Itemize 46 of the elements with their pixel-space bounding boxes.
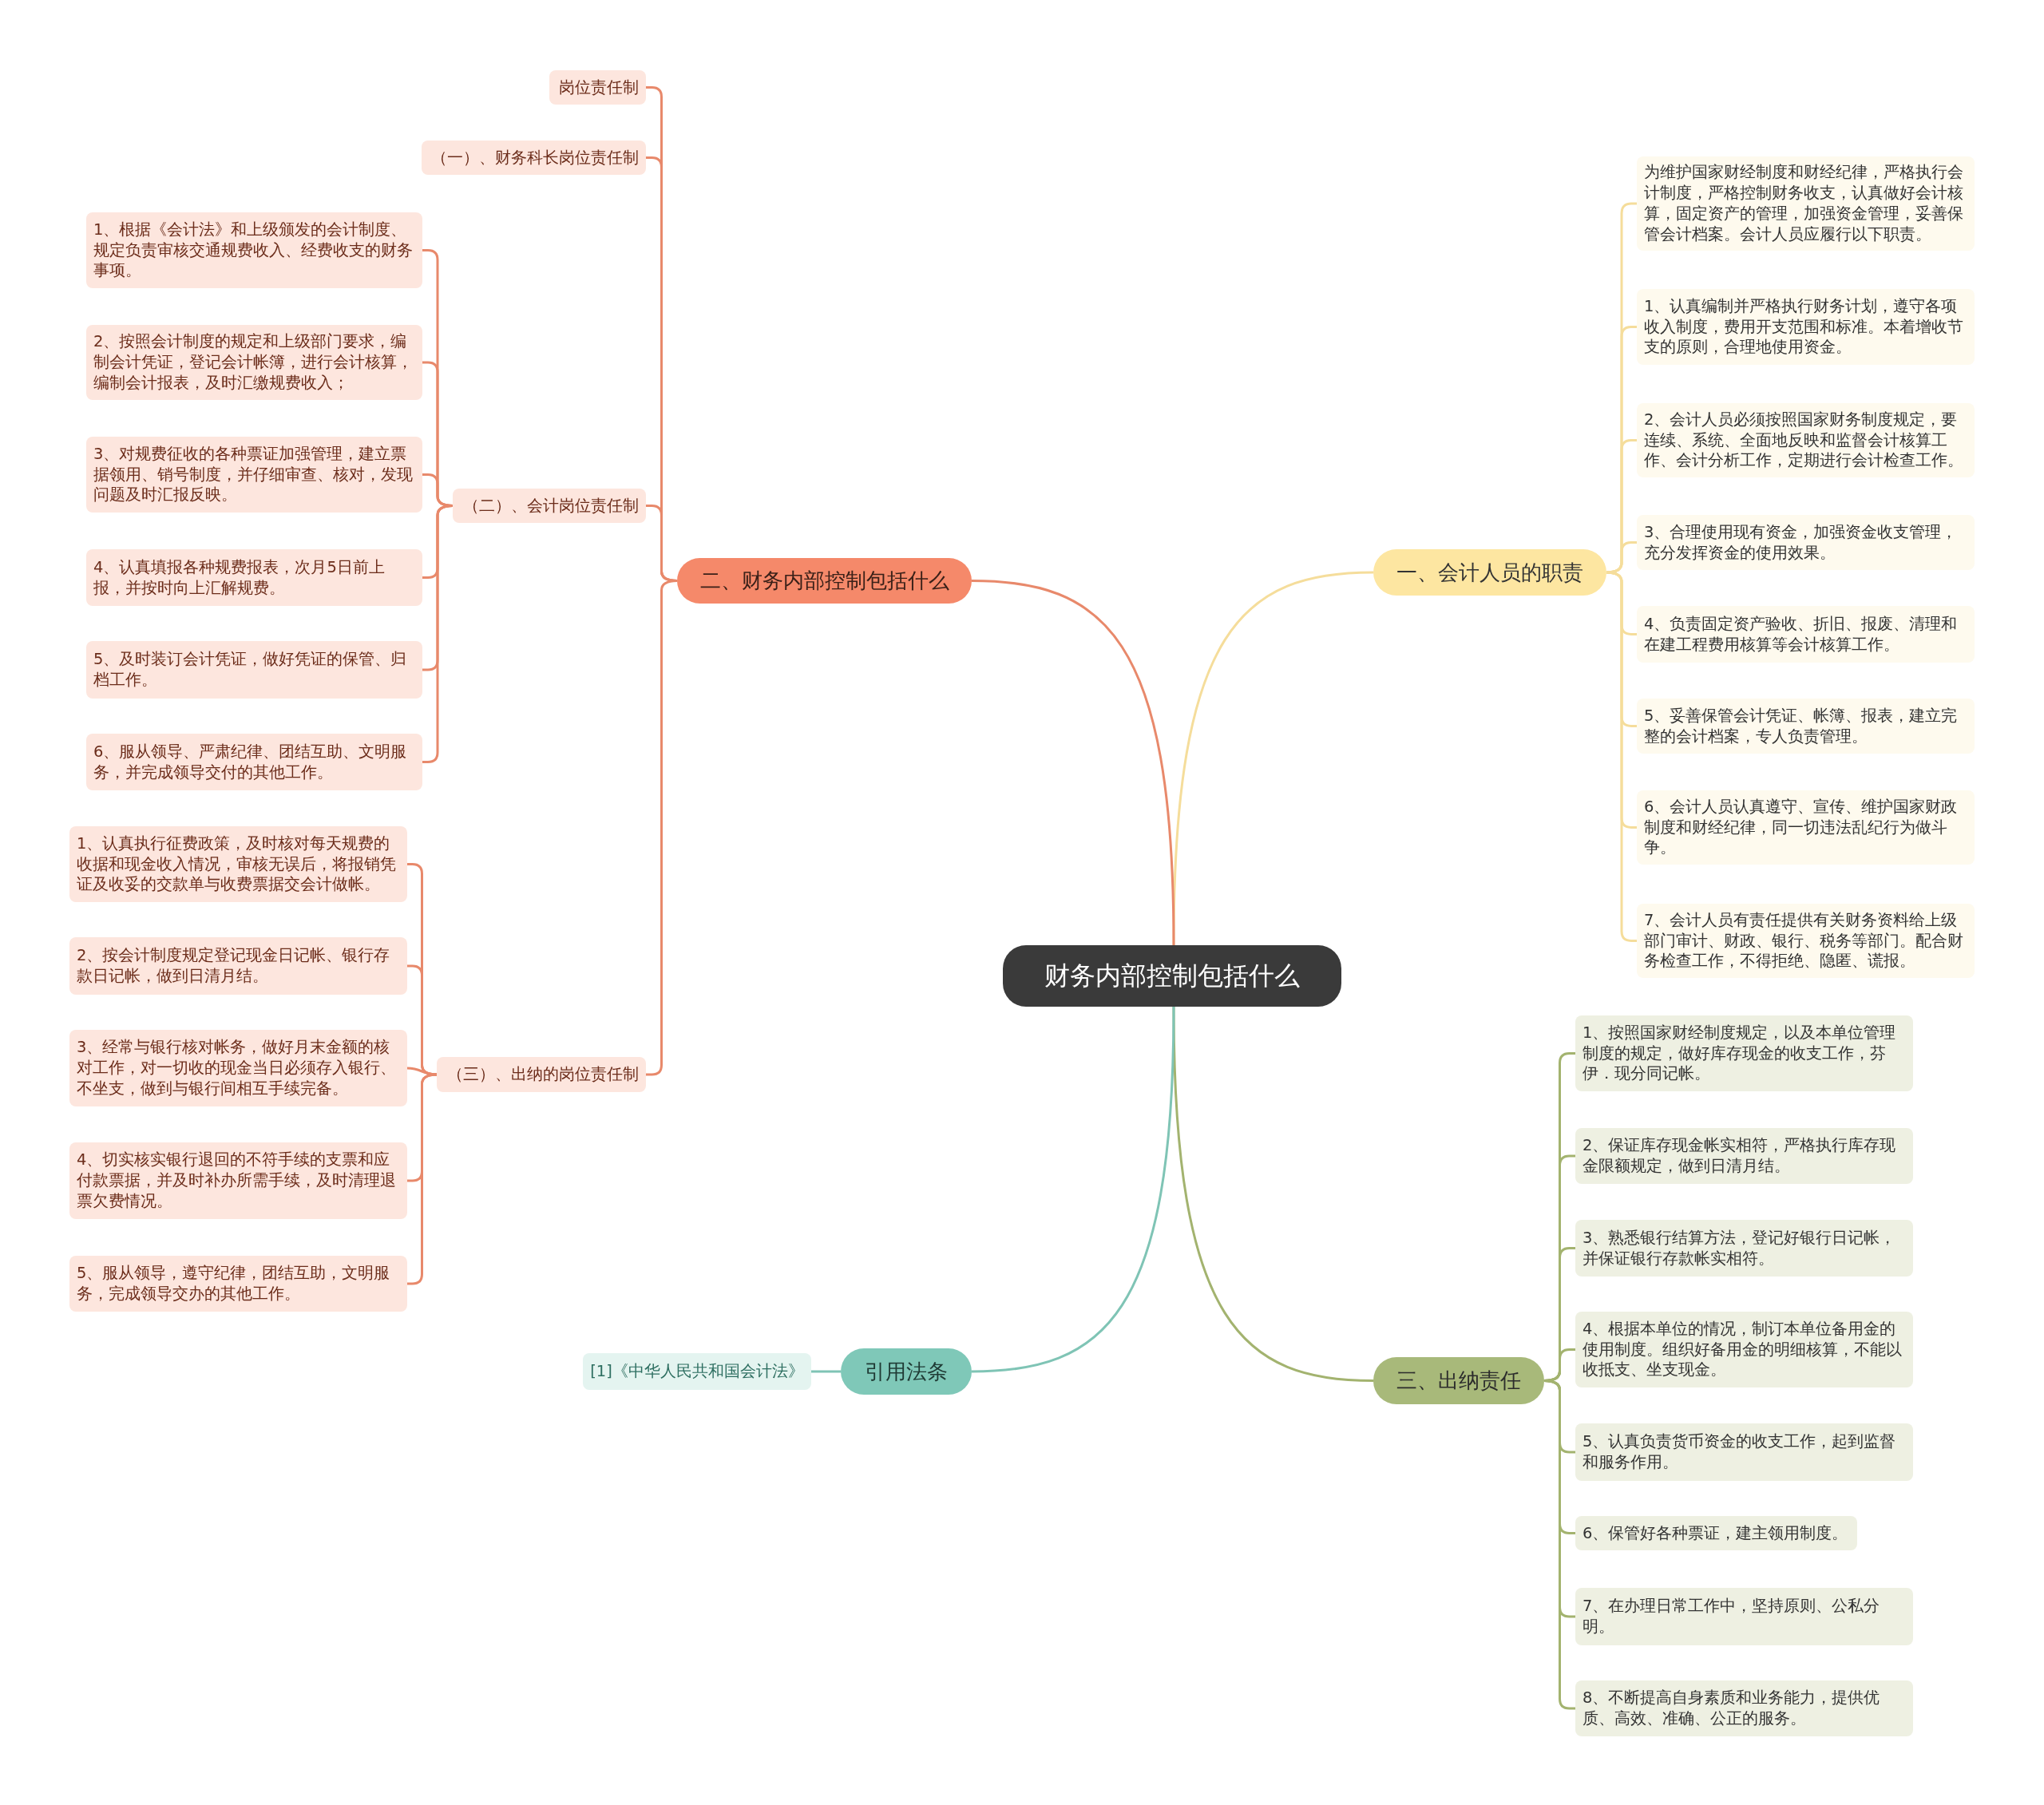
connector-line xyxy=(971,1006,1175,1373)
connector-line xyxy=(406,1067,438,1076)
subtopic-box: 3、熟悉银行结算方法，登记好银行日记帐，并保证银行存款帐实相符。 xyxy=(1575,1220,1913,1277)
subtopic-box: 1、根据《会计法》和上级颁发的会计制度、规定负责审核交通规费收入、经费收支的财务事项。 xyxy=(86,212,422,288)
subtopic-box: 2、按照会计制度的规定和上级部门要求，编制会计凭证，登记会计帐簿，进行会计核算，编制会计报表，及时汇缴规费收入； xyxy=(86,325,422,400)
branch-topic: 一、会计人员的职责 xyxy=(1373,549,1606,596)
branch-topic: 二、财务内部控制包括什么 xyxy=(677,558,972,604)
subtopic-box: （一）、财务科长岗位责任制 xyxy=(422,141,646,175)
subtopic-box: 2、会计人员必须按照国家财务制度规定，要连续、系统、全面地反映和监督会计核算工作、会计分析工作，定期进行会计检查工作。 xyxy=(1637,403,1975,477)
subtopic-box: 3、对规费征收的各种票证加强管理，建立票据领用、销号制度，并仔细审查、核对，发现问题及时汇报反映。 xyxy=(86,437,422,513)
subtopic-box: 1、按照国家财经制度规定，以及本单位管理制度的规定，做好库存现金的收支工作，芬伊．现分同记帐。 xyxy=(1575,1015,1913,1091)
subtopic-box: 5、认真负责货币资金的收支工作，起到监督和服务作用。 xyxy=(1575,1423,1913,1481)
subtopic-box: 3、经常与银行核对帐务，做好月末金额的核对工作，对一切收的现金当日必须存入银行、不坐支，做到与银行间相互手续完备。 xyxy=(69,1030,407,1106)
subtopic-box: 2、保证库存现金帐实相符，严格执行库存现金限额规定，做到日清月结。 xyxy=(1575,1128,1913,1184)
subtopic-box: 4、认真填报各种规费报表，次月5日前上报，并按时向上汇解规费。 xyxy=(86,549,422,606)
subtopic-box: 4、切实核实银行退回的不符手续的支票和应付款票据，并及时补办所需手续，及时清理退票欠费情况。 xyxy=(69,1142,407,1219)
subtopic-box: 6、服从领导、严肃纪律、团结互助、文明服务，并完成领导交付的其他工作。 xyxy=(86,734,422,790)
connector-line xyxy=(1172,1006,1374,1382)
branch-topic: 引用法条 xyxy=(841,1348,972,1395)
subtopic-box: 1、认真编制并严格执行财务计划，遵守各项收入制度，费用开支范围和标准。本着增收节支的原则，合理地使用资金。 xyxy=(1637,289,1975,365)
subtopic-box: 为维护国家财经制度和财经纪律，严格执行会计制度，严格控制财务收支，认真做好会计核算，固定资产的管理，加强资金管理，妥善保管会计档案。会计人员应履行以下职责。 xyxy=(1637,156,1975,251)
subtopic-box: 岗位责任制 xyxy=(549,70,646,105)
subtopic-box: [1]《中华人民共和国会计法》 xyxy=(583,1353,811,1390)
branch-topic: 三、出纳责任 xyxy=(1373,1357,1544,1404)
subtopic-box: （二）、会计岗位责任制 xyxy=(453,489,646,523)
connector-line xyxy=(1606,541,1637,574)
subtopic-box: 4、根据本单位的情况，制订本单位备用金的使用制度。组织好备用金的明细核算，不能以收抵支、坐支现金。 xyxy=(1575,1312,1913,1387)
connector-line xyxy=(407,1073,438,1285)
subtopic-box: （三）、出纳的岗位责任制 xyxy=(437,1057,646,1092)
subtopic-box: 8、不断提高自身素质和业务能力，提供优质、高效、准确、公正的服务。 xyxy=(1575,1680,1913,1736)
subtopic-box: 5、服从领导，遵守纪律，团结互助，文明服务，完成领导交办的其他工作。 xyxy=(69,1256,407,1312)
subtopic-box: 1、认真执行征费政策，及时核对每天规费的收据和现金收入情况，审核无误后，将报销凭证及收妥的交款单与收费票据交会计做帐。 xyxy=(69,826,407,902)
central-topic: 财务内部控制包括什么 xyxy=(1003,945,1341,1007)
connector-line xyxy=(971,580,1175,946)
subtopic-box: 6、会计人员认真遵守、宣传、维护国家财政制度和财经纪律，同一切违法乱纪行为做斗争。 xyxy=(1637,790,1975,865)
subtopic-box: 6、保管好各种票证，建主领用制度。 xyxy=(1575,1516,1857,1550)
subtopic-box: 7、会计人员有责任提供有关财务资料给上级部门审计、财政、银行、税务等部门。配合财务检查工作，不得拒绝、隐匿、谎报。 xyxy=(1637,904,1975,978)
subtopic-box: 5、妥善保管会计凭证、帐簿、报表，建立完整的会计档案，专人负责管理。 xyxy=(1637,699,1975,754)
subtopic-box: 3、合理使用现有资金，加强资金收支管理，充分发挥资金的使用效果。 xyxy=(1637,515,1975,570)
subtopic-box: 7、在办理日常工作中，坚持原则、公私分明。 xyxy=(1575,1588,1913,1645)
subtopic-box: 5、及时装订会计凭证，做好凭证的保管、归档工作。 xyxy=(86,641,422,699)
subtopic-box: 2、按会计制度规定登记现金日记帐、银行存款日记帐，做到日清月结。 xyxy=(69,937,407,995)
connector-line xyxy=(811,1370,841,1373)
connector-line xyxy=(422,505,454,763)
subtopic-box: 4、负责固定资产验收、折旧、报废、清理和在建工程费用核算等会计核算工作。 xyxy=(1637,606,1975,663)
connector-line xyxy=(1543,1379,1575,1710)
